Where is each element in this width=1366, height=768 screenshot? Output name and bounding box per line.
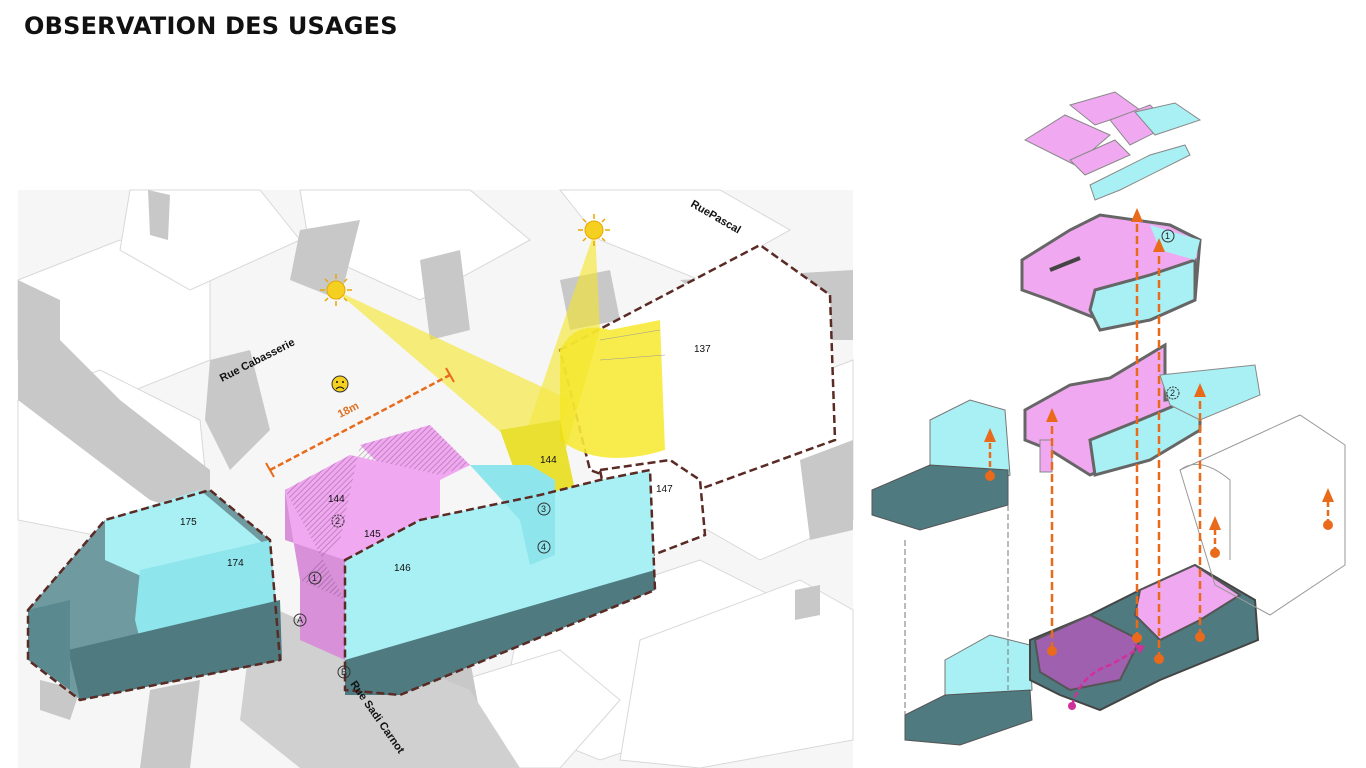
marker-4: 4 [537, 540, 551, 554]
marker-b: B [337, 665, 351, 679]
svg-text:4: 4 [541, 542, 546, 552]
exploded-building-137 [1179, 414, 1346, 616]
exploded-floor-top [1020, 213, 1202, 332]
sun-icon [320, 274, 352, 306]
svg-text:2: 2 [335, 516, 340, 526]
building-175-174 [26, 488, 282, 702]
svg-text:A: A [297, 615, 303, 625]
magenta-path [1068, 644, 1145, 710]
svg-text:2: 2 [1170, 388, 1175, 398]
svg-text:3: 3 [541, 504, 546, 514]
page-title: OBSERVATION DES USAGES [24, 12, 398, 40]
up-arrow-icon [984, 208, 1334, 664]
exploded-floor-middle [1023, 342, 1261, 477]
marker-a: A [293, 613, 307, 627]
svg-text:B: B [341, 667, 347, 677]
label-147: 147 [656, 484, 673, 495]
marker-3: 3 [537, 502, 551, 516]
label-137: 137 [694, 344, 711, 355]
svg-text:1: 1 [1165, 231, 1170, 241]
exploded-marker-1: 1 [1161, 229, 1175, 243]
building-146 [343, 465, 657, 697]
label-174: 174 [227, 558, 244, 569]
svg-text:1: 1 [312, 573, 317, 583]
marker-1: 1 [308, 571, 322, 585]
sad-sun-icon [331, 375, 349, 393]
label-145: 145 [364, 529, 381, 540]
exploded-roofs [1023, 91, 1202, 201]
label-144: 144 [328, 494, 345, 505]
exploded-left-block-lower [904, 505, 1033, 746]
label-144-court: 144 [540, 455, 557, 466]
marker-2: 2 [331, 514, 345, 528]
label-146: 146 [394, 563, 411, 574]
label-175: 175 [180, 517, 197, 528]
exploded-floor-ground [1029, 563, 1260, 712]
exploded-marker-2: 2 [1166, 386, 1180, 400]
sun-icon [578, 214, 610, 246]
